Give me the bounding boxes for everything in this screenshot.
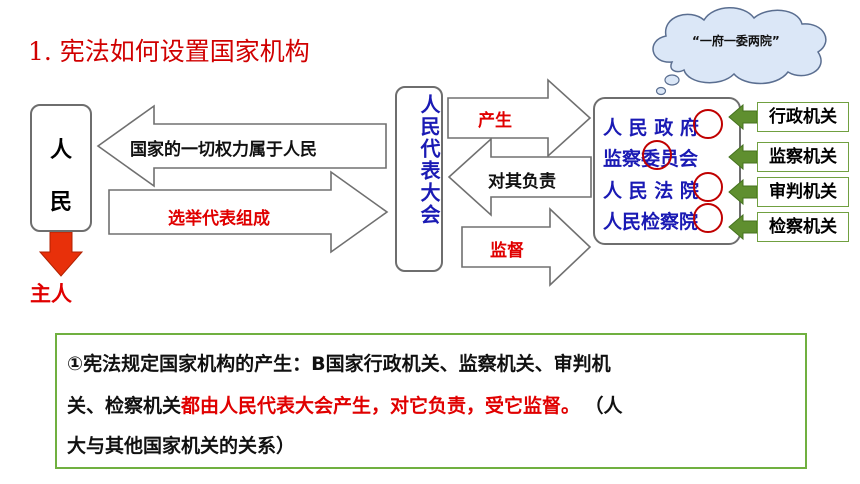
circle-mark-4 — [693, 203, 723, 233]
power-arrow — [96, 104, 387, 188]
organ-court: 人 民 法 院 — [603, 176, 699, 203]
organ-government: 人 民 政 府 — [603, 113, 699, 140]
tag-administrative: 行政机关 — [757, 102, 849, 132]
organ-government-text: 人 民 政 — [603, 117, 680, 139]
thought-cloud — [652, 7, 827, 96]
green-arrow-icon-4 — [728, 213, 758, 241]
circle-mark-1 — [693, 109, 723, 139]
tag-supervisory: 监察机关 — [757, 142, 849, 172]
summary-line-2-tail: （人 — [594, 395, 623, 417]
green-arrow-icon-3 — [728, 178, 758, 206]
green-arrow-icon-1 — [728, 103, 758, 131]
power-label: 国家的一切权力属于人民 — [130, 140, 317, 160]
supervise-arrow — [461, 207, 592, 287]
responsible-label: 对其负责 — [488, 172, 556, 192]
organ-procuratorate: 人民检察院 — [603, 207, 698, 234]
tag-judicial: 审判机关 — [757, 177, 849, 207]
circle-mark-2 — [642, 140, 672, 170]
master-label: 主人 — [30, 282, 72, 306]
circle-mark-3 — [693, 172, 723, 202]
elect-arrow — [108, 170, 389, 254]
summary-line-2-red: 都由人民代表大会产生，对它负责，受它监督。 — [181, 395, 581, 417]
summary-line-3: 大与其他国家机关的关系） — [67, 435, 296, 457]
supervise-label: 监督 — [490, 241, 524, 261]
people-box: 人 民 — [30, 104, 92, 232]
cloud-text: “一府一委两院” — [692, 34, 780, 48]
organ-supervision-text: 监察 — [603, 148, 642, 170]
tag-procuratorial: 检察机关 — [757, 212, 849, 242]
organ-court-text: 人 民 法 — [603, 180, 680, 202]
summary-line-2: 关、检察机关都由人民代表大会产生，对它负责，受它监督。 （人 — [67, 391, 623, 418]
summary-line-1: ①宪法规定国家机构的产生：B国家行政机关、监察机关、审判机 — [67, 353, 611, 375]
organ-procuratorate-text: 人民检察 — [603, 211, 680, 233]
elect-label: 选举代表组成 — [168, 209, 270, 229]
produce-label: 产生 — [478, 111, 512, 131]
npc-box: 人民代表大会 — [395, 86, 443, 272]
summary-box: ①宪法规定国家机构的产生：B国家行政机关、监察机关、审判机 关、检察机关都由人民… — [55, 333, 807, 469]
page-title: 1. 宪法如何设置国家机构 — [28, 37, 310, 66]
produce-arrow — [447, 78, 592, 158]
npc-label: 人民代表大会 — [417, 94, 441, 226]
responsible-arrow — [447, 137, 592, 217]
summary-line-2-black: 关、检察机关 — [67, 395, 182, 417]
green-arrow-icon-2 — [728, 143, 758, 171]
organs-box: 人 民 政 府 监察委员会 人 民 法 院 人民检察院 — [593, 97, 741, 245]
people-char-2: 民 — [49, 190, 72, 215]
people-char-1: 人 — [49, 138, 72, 163]
down-arrow-icon — [38, 232, 84, 277]
